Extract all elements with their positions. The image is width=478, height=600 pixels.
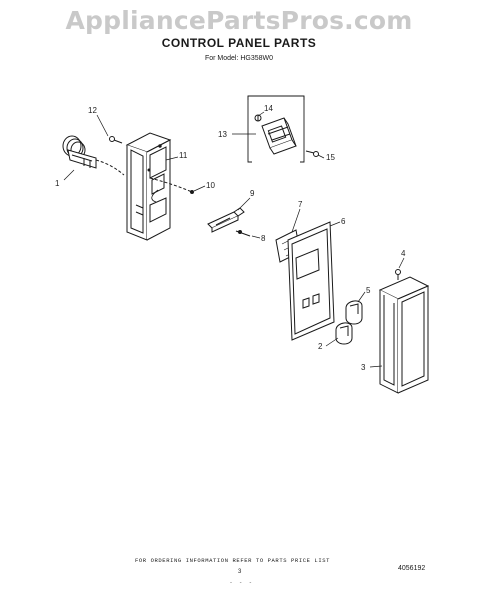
callout-15: 15 [326,153,335,162]
ordering-note: FOR ORDERING INFORMATION REFER TO PARTS … [135,557,331,564]
callout-6: 6 [341,217,346,226]
watermark: AppliancePartsPros.com [65,6,413,35]
part-screw-4 [395,269,401,280]
part-control-housing [125,132,172,241]
part-screw-15 [305,150,319,157]
page-title: CONTROL PANEL PARTS [161,36,317,50]
callout-12: 12 [88,106,97,115]
callout-8: 8 [261,234,266,243]
callout-3: 3 [361,363,366,372]
part-knob-5 [345,300,363,325]
part-timer-module [247,95,305,163]
callout-4: 4 [401,249,406,258]
part-screw-12 [109,136,123,144]
part-screw-8 [235,230,251,237]
callout-1: 1 [55,179,60,188]
part-thermostat [62,135,125,176]
callout-10: 10 [206,181,215,190]
callout-7: 7 [298,200,303,209]
part-control-panel [287,221,335,341]
reference-code: 4056192 [398,565,426,572]
callout-14: 14 [264,104,273,113]
model-subtitle: For Model: HG358W0 [204,55,274,62]
part-knob-2 [335,322,353,345]
callout-9: 9 [250,189,255,198]
footer-marks: - - - [230,580,255,586]
callout-11: 11 [179,151,188,160]
callout-5: 5 [366,286,371,295]
callout-13: 13 [218,130,227,139]
part-trim-frame [378,276,430,394]
callout-2: 2 [318,342,323,351]
page-number: 3 [238,569,242,575]
part-switch [207,207,245,233]
part-screw-14 [254,114,262,122]
part-wire-10 [149,177,193,193]
